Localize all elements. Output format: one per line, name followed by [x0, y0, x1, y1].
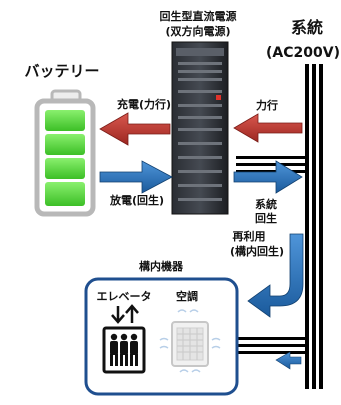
regenerative-power-supply-icon	[171, 41, 229, 215]
powering-label: 力行	[256, 98, 278, 112]
grid-regen-arrow	[233, 160, 303, 194]
battery-title: バッテリー	[24, 62, 99, 80]
charge-arrow	[99, 112, 171, 146]
aircon-label: 空調	[176, 289, 198, 303]
reuse-arrow	[247, 233, 304, 318]
charge-label: 充電(力行)	[117, 97, 171, 111]
battery-cell	[45, 110, 85, 131]
grid-title-line1: 系統	[291, 18, 323, 37]
discharge-arrow	[99, 160, 173, 194]
source-title-line2: (双方向電源)	[165, 24, 230, 38]
air-conditioner-icon	[159, 309, 221, 373]
facility-feed-arrow	[275, 351, 302, 370]
battery-cell	[45, 158, 85, 179]
powering-arrow	[233, 113, 303, 143]
grid-title-line2: (AC200V)	[266, 45, 340, 61]
reuse-label-line1: 再利用	[233, 229, 266, 243]
battery-cell	[45, 134, 85, 155]
elevator-label: エレベータ	[97, 290, 152, 303]
discharge-label: 放電(回生)	[109, 193, 164, 207]
grid-regen-label-line1: 系統	[255, 197, 277, 211]
reuse-label-line2: (構内回生)	[230, 244, 284, 258]
battery-cell	[45, 182, 85, 206]
battery-icon	[34, 89, 96, 217]
grid-regen-label-line2: 回生	[255, 211, 277, 225]
elevator-icon	[102, 304, 146, 374]
facility-title: 構内機器	[139, 259, 184, 273]
grid-lines	[236, 64, 323, 389]
source-title-line1: 回生型直流電源	[160, 9, 237, 23]
